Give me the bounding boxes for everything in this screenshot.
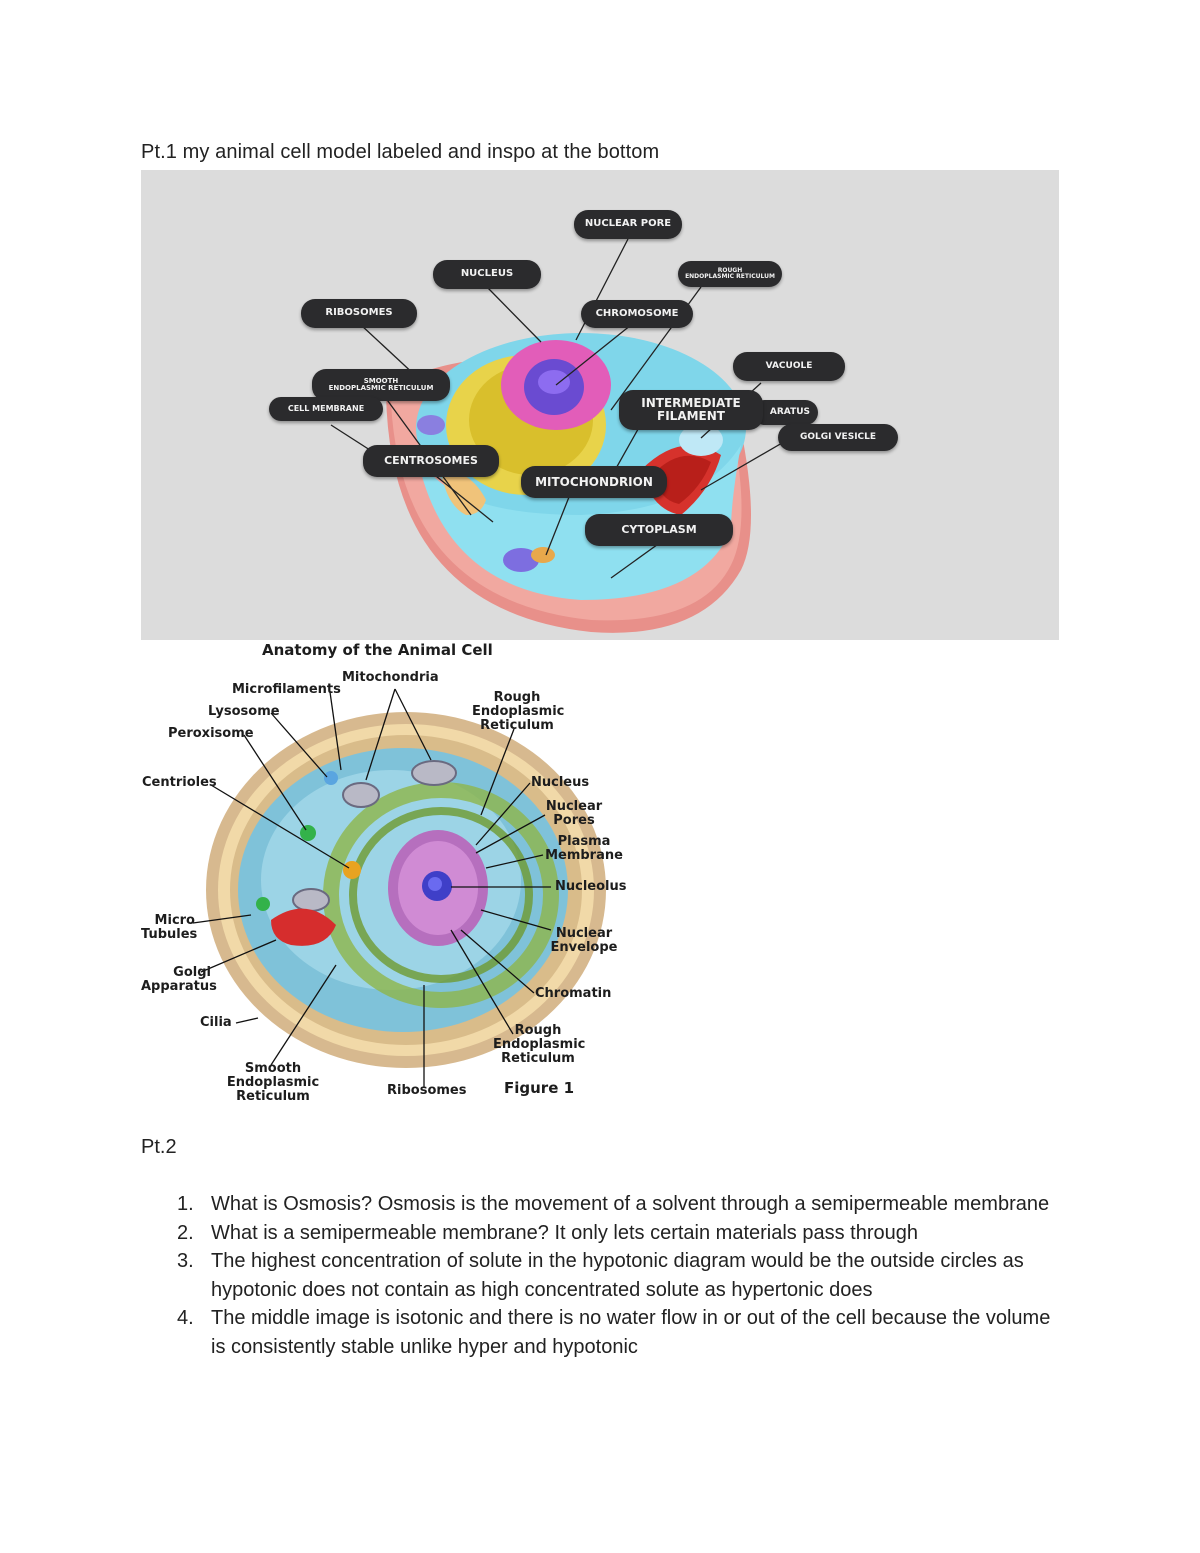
part1-heading: Pt.1 my animal cell model labeled and in…	[141, 141, 660, 163]
label-micro-tubules: Micro Tubules	[141, 913, 198, 942]
answer-number: 4.	[177, 1307, 194, 1329]
answers-list: 1. What is Osmosis? Osmosis is the moveme…	[141, 1190, 1061, 1361]
answer-number: 2.	[177, 1221, 194, 1244]
label-nuclear-pores: Nuclear Pores	[545, 799, 603, 828]
model-label-nuclear-pore: NUCLEAR PORE	[574, 210, 682, 239]
answer-text: The highest concentration of solute in t…	[211, 1250, 1024, 1301]
model-label-centrosomes: CENTROSOMES	[363, 445, 499, 477]
label-mitochondria: Mitochondria	[342, 670, 439, 685]
figure1-title: Anatomy of the Animal Cell	[262, 641, 493, 659]
label-plasma-membrane: Plasma Membrane	[545, 834, 623, 863]
answer-text: What is a semipermeable membrane? It onl…	[211, 1221, 918, 1244]
model-label-mitochondrion: MITOCHONDRION	[521, 466, 667, 498]
model-label-chromosome: CHROMOSOME	[581, 300, 693, 328]
label-ribosomes: Ribosomes	[387, 1083, 467, 1098]
answer-number: 1.	[177, 1193, 194, 1215]
label-rough-er-top: Rough Endoplasmic Reticulum	[472, 690, 565, 733]
model-label-cytoplasm: CYTOPLASM	[585, 514, 733, 546]
model-label-rough-er: ROUGH ENDOPLASMIC RETICULUM	[678, 261, 782, 287]
cell-model-image: NUCLEAR PORE NUCLEUS ROUGH ENDOPLASMIC R…	[141, 170, 1059, 640]
label-lysosome: Lysosome	[208, 704, 280, 719]
model-label-intermediate-filament: INTERMEDIATE FILAMENT	[619, 390, 763, 430]
model-label-smooth-er: SMOOTH ENDOPLASMIC RETICULUM	[312, 369, 450, 401]
animal-cell-illustration	[192, 688, 606, 1087]
label-nuclear-envelope: Nuclear Envelope	[550, 926, 618, 955]
cell-model-illustration	[330, 238, 802, 633]
model-label-golgi-vesicle: GOLGI VESICLE	[778, 424, 898, 451]
label-rough-er-bottom: Rough Endoplasmic Reticulum	[493, 1023, 586, 1066]
label-golgi-apparatus: Golgi Apparatus	[141, 965, 217, 994]
answer-text: The middle image is isotonic and there i…	[211, 1307, 1051, 1358]
answer-item: 2. What is a semipermeable membrane? It o…	[141, 1219, 1061, 1248]
model-label-ribosomes: RIBOSOMES	[301, 299, 417, 328]
model-label-cell-membrane: CELL MEMBRANE	[269, 397, 383, 421]
model-label-vacuole: VACUOLE	[733, 352, 845, 381]
label-nucleolus: Nucleolus	[555, 879, 627, 894]
label-peroxisome: Peroxisome	[168, 726, 254, 741]
model-label-nucleus: NUCLEUS	[433, 260, 541, 289]
label-nucleus: Nucleus	[531, 775, 590, 790]
model-label-apparatus-fragment: ARATUS	[752, 400, 818, 425]
part2-heading: Pt.2	[141, 1136, 177, 1158]
figure1-caption: Figure 1	[504, 1079, 575, 1097]
label-centrioles: Centrioles	[142, 775, 217, 790]
answer-number: 3.	[177, 1250, 194, 1272]
label-chromatin: Chromatin	[535, 986, 612, 1001]
answer-item: 3. The highest concentration of solute in…	[141, 1247, 1061, 1304]
answer-text: What is Osmosis? Osmosis is the movement…	[211, 1193, 1050, 1215]
answer-item: 4. The middle image is isotonic and there…	[141, 1304, 1061, 1361]
animal-cell-anatomy-figure: Anatomy of the Animal Cell Mitochondria …	[141, 640, 641, 1110]
answer-item: 1. What is Osmosis? Osmosis is the moveme…	[141, 1190, 1061, 1219]
label-smooth-er: Smooth Endoplasmic Reticulum	[226, 1061, 320, 1104]
label-cilia: Cilia	[200, 1015, 232, 1030]
label-microfilaments: Microfilaments	[232, 682, 341, 697]
